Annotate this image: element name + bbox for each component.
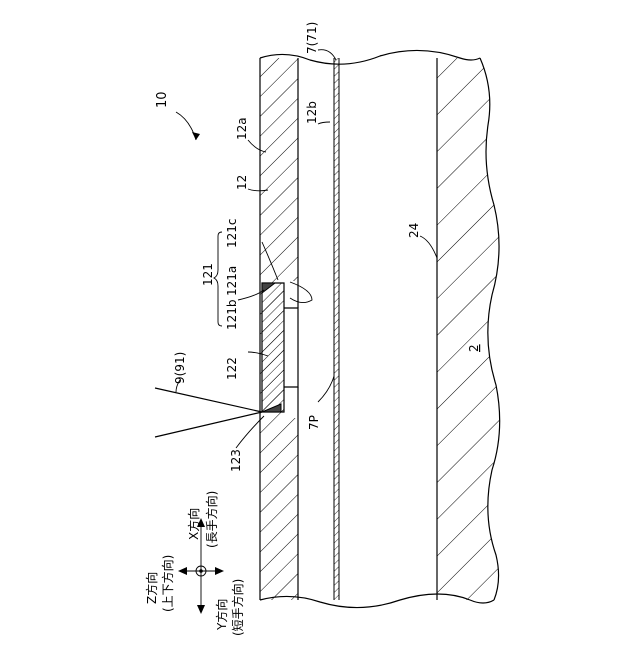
label-12: 12 <box>235 175 249 190</box>
label-122: 122 <box>225 357 239 380</box>
axis-y-label: Y方向 <box>214 599 229 631</box>
axis-x-sublabel: (長手方向) <box>204 491 219 548</box>
axis-z-label: Z方向 <box>144 572 159 604</box>
recess-121 <box>262 283 298 412</box>
axis-y-sublabel: (短手方向) <box>230 579 245 636</box>
tool-9 <box>155 388 262 437</box>
label-121c: 121c <box>225 218 239 248</box>
label-121a: 121a <box>225 266 239 296</box>
arrow-z-right <box>215 567 224 575</box>
substrate-24 <box>437 58 500 600</box>
label-10: 10 <box>155 91 170 108</box>
film-7 <box>334 58 339 600</box>
axis-z-sublabel: (上下方向) <box>160 555 175 612</box>
arrow-z-left <box>178 567 187 575</box>
axis-x-label: X方向 <box>186 508 201 540</box>
brace-121 <box>214 232 222 326</box>
label-7P: 7P <box>307 415 321 430</box>
label-7-71: 7(71) <box>305 22 319 54</box>
label-12b: 12b <box>305 101 319 124</box>
label-123: 123 <box>229 449 243 472</box>
label-24: 24 <box>407 223 421 238</box>
label-121: 121 <box>201 263 215 286</box>
axis-dot <box>199 569 203 573</box>
label-12a: 12a <box>235 117 249 140</box>
label-121b: 121b <box>225 299 239 330</box>
label-2: 2 <box>467 344 481 352</box>
label-9-91: 9(91) <box>173 352 187 384</box>
arrow-x-down <box>197 605 205 614</box>
arrowhead-10 <box>192 132 200 140</box>
